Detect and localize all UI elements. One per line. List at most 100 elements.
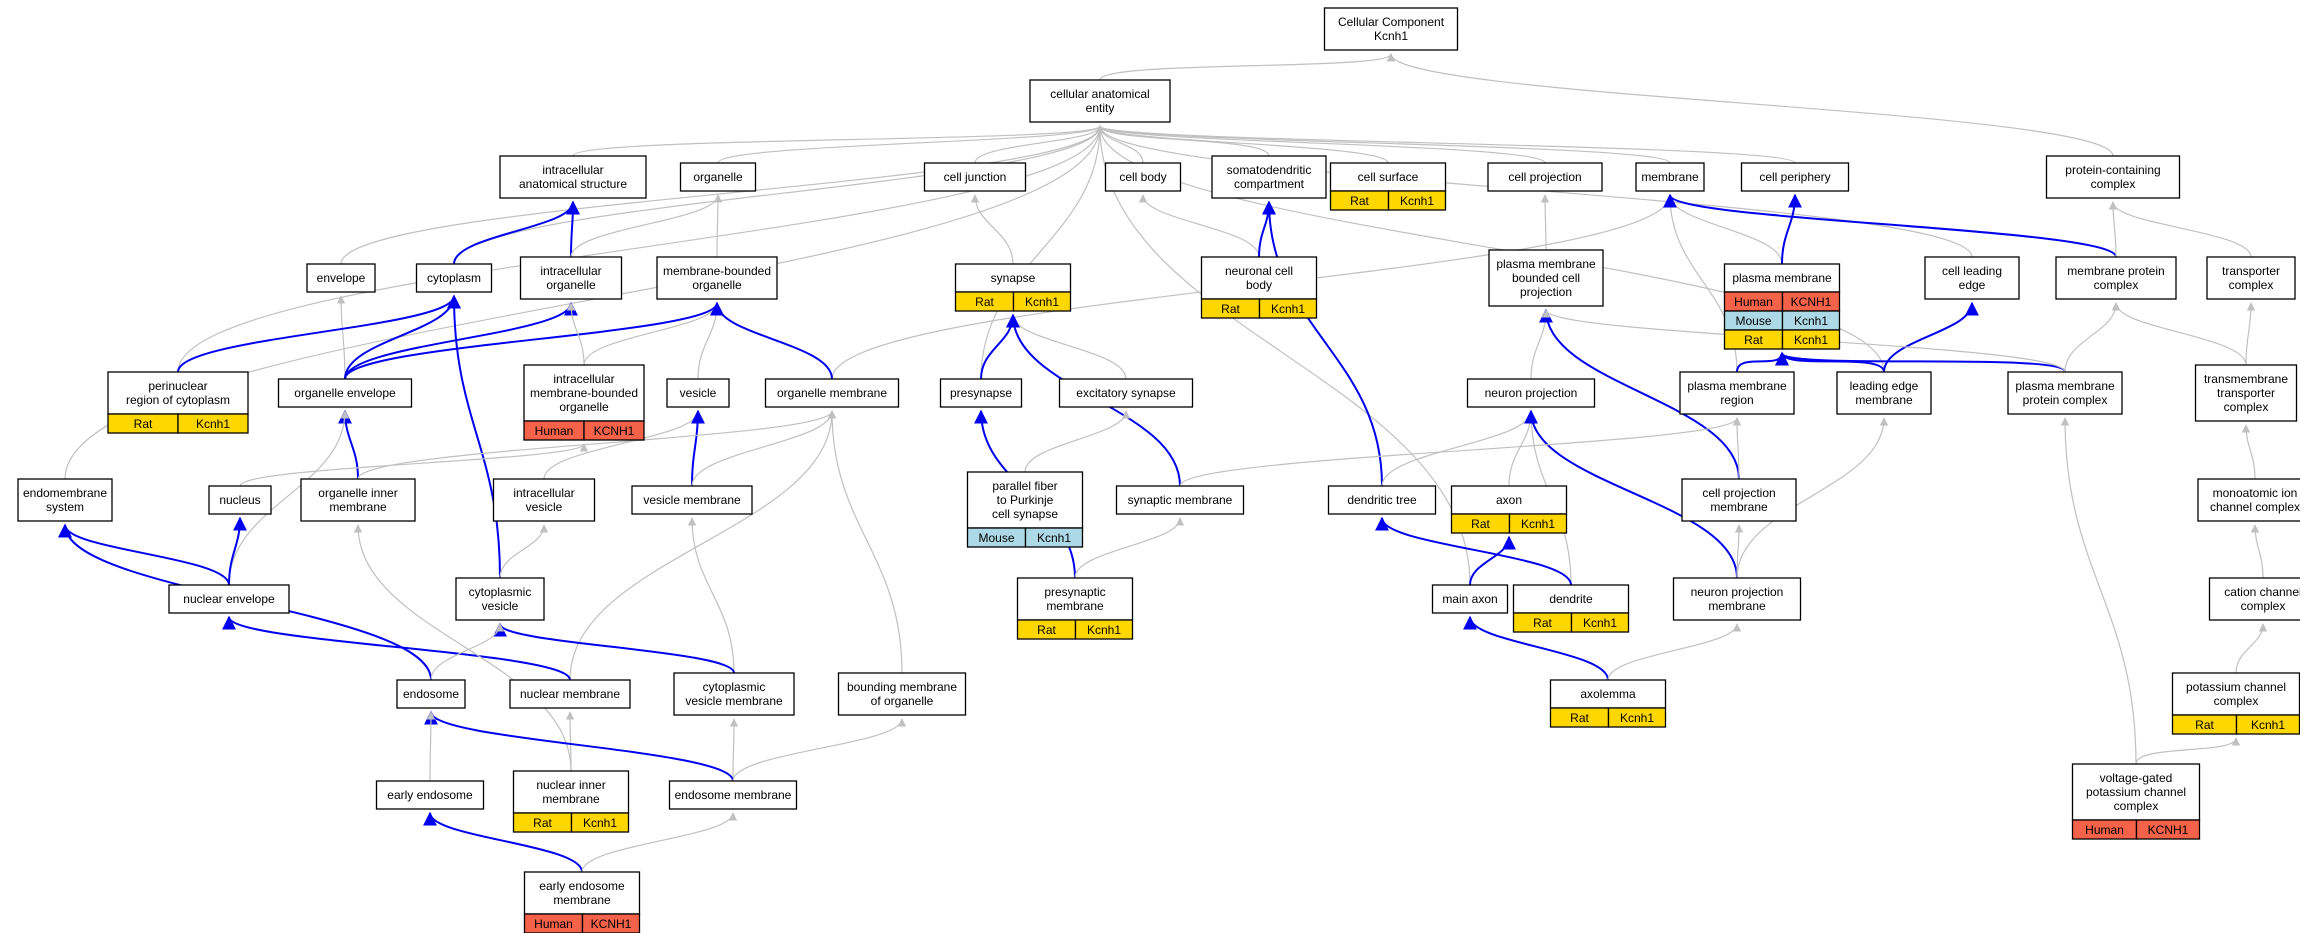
node-label: Kcnh1	[1374, 29, 1408, 43]
node-label: endosome	[403, 687, 459, 701]
node-dendtree[interactable]: dendritic tree	[1327, 485, 1437, 515]
node-nucenv[interactable]: nuclear envelope	[168, 584, 290, 614]
node-box	[2197, 478, 2300, 522]
node-label: Cellular Component	[1338, 15, 1445, 29]
node-neuproj[interactable]: neuron projection	[1466, 378, 1596, 408]
species-label: Rat	[1744, 333, 1763, 347]
node-orgenv[interactable]: organelle envelope	[277, 378, 413, 408]
edge-tmtc-to-mpc	[2111, 302, 2247, 366]
edge-axolemma-to-mainaxon	[1463, 615, 1609, 681]
edge-lem-to-pm	[1775, 351, 1885, 373]
node-presynapse[interactable]: presynapse	[939, 378, 1023, 408]
edge-presynapse-to-synapse	[980, 313, 1020, 380]
node-label: membrane	[1641, 170, 1699, 184]
node-label: intracellular	[542, 163, 603, 177]
node-box	[375, 780, 485, 810]
node-earlyendo[interactable]: early endosome	[375, 780, 485, 810]
node-excsyn[interactable]: excitatory synapse	[1058, 378, 1194, 408]
node-organelle[interactable]: organelle	[679, 162, 757, 192]
node-label: complex	[2094, 278, 2139, 292]
gene-label: Kcnh1	[1037, 531, 1071, 545]
node-nucleus[interactable]: nucleus	[208, 485, 272, 515]
node-cellbody[interactable]: cell body	[1104, 162, 1182, 192]
node-vesmem[interactable]: vesicle membrane	[631, 485, 753, 515]
node-synmem[interactable]: synaptic membrane	[1115, 485, 1245, 515]
node-endosome[interactable]: endosome	[396, 679, 466, 709]
node-label: body	[1246, 278, 1272, 292]
node-box	[1487, 162, 1603, 192]
node-label: membrane-bounded	[530, 386, 638, 400]
node-label: neuron projection	[1485, 386, 1578, 400]
node-cellproj[interactable]: cell projection	[1487, 162, 1603, 192]
edge-cytves-to-cytoplasm	[447, 294, 501, 579]
node-nucmem[interactable]: nuclear membrane	[509, 679, 631, 709]
node-box	[2206, 256, 2296, 300]
species-label: Mouse	[1735, 314, 1771, 328]
node-label: endomembrane	[23, 486, 107, 500]
node-endomem[interactable]: endosome membrane	[668, 780, 798, 810]
node-label: plasma membrane	[2015, 379, 2115, 393]
node-label: membrane	[1708, 599, 1766, 613]
edge-imbo-to-mbo	[583, 302, 722, 366]
edge-perinuc-to-cytoplasm	[177, 294, 461, 373]
node-cellperiph[interactable]: cell periphery	[1740, 162, 1850, 192]
node-orgmem[interactable]: organelle membrane	[764, 378, 900, 408]
node-celljunction[interactable]: cell junction	[923, 162, 1027, 192]
edge-ccc-to-mic	[2250, 524, 2264, 579]
node-box	[837, 672, 967, 716]
node-label: vesicle	[482, 599, 519, 613]
edge-cellperiph-to-cae	[1096, 125, 1796, 164]
node-imbo[interactable]: intracellularmembrane-boundedorganelleHu…	[523, 364, 645, 441]
edge-pm-to-cellperiph	[1781, 193, 1802, 265]
node-mainaxon[interactable]: main axon	[1431, 584, 1509, 614]
node-membrane[interactable]: membrane	[1635, 162, 1705, 192]
node-envelope[interactable]: envelope	[306, 263, 376, 293]
edge-excsyn-to-synapse	[1008, 314, 1127, 380]
gene-label: Kcnh1	[1794, 333, 1828, 347]
node-cytoplasm[interactable]: cytoplasm	[415, 263, 493, 293]
node-vesicle[interactable]: vesicle	[666, 378, 730, 408]
edge-pm-to-membrane	[1665, 194, 1783, 265]
node-label: to Purkinje	[997, 493, 1054, 507]
node-label: protein-containing	[2065, 163, 2160, 177]
